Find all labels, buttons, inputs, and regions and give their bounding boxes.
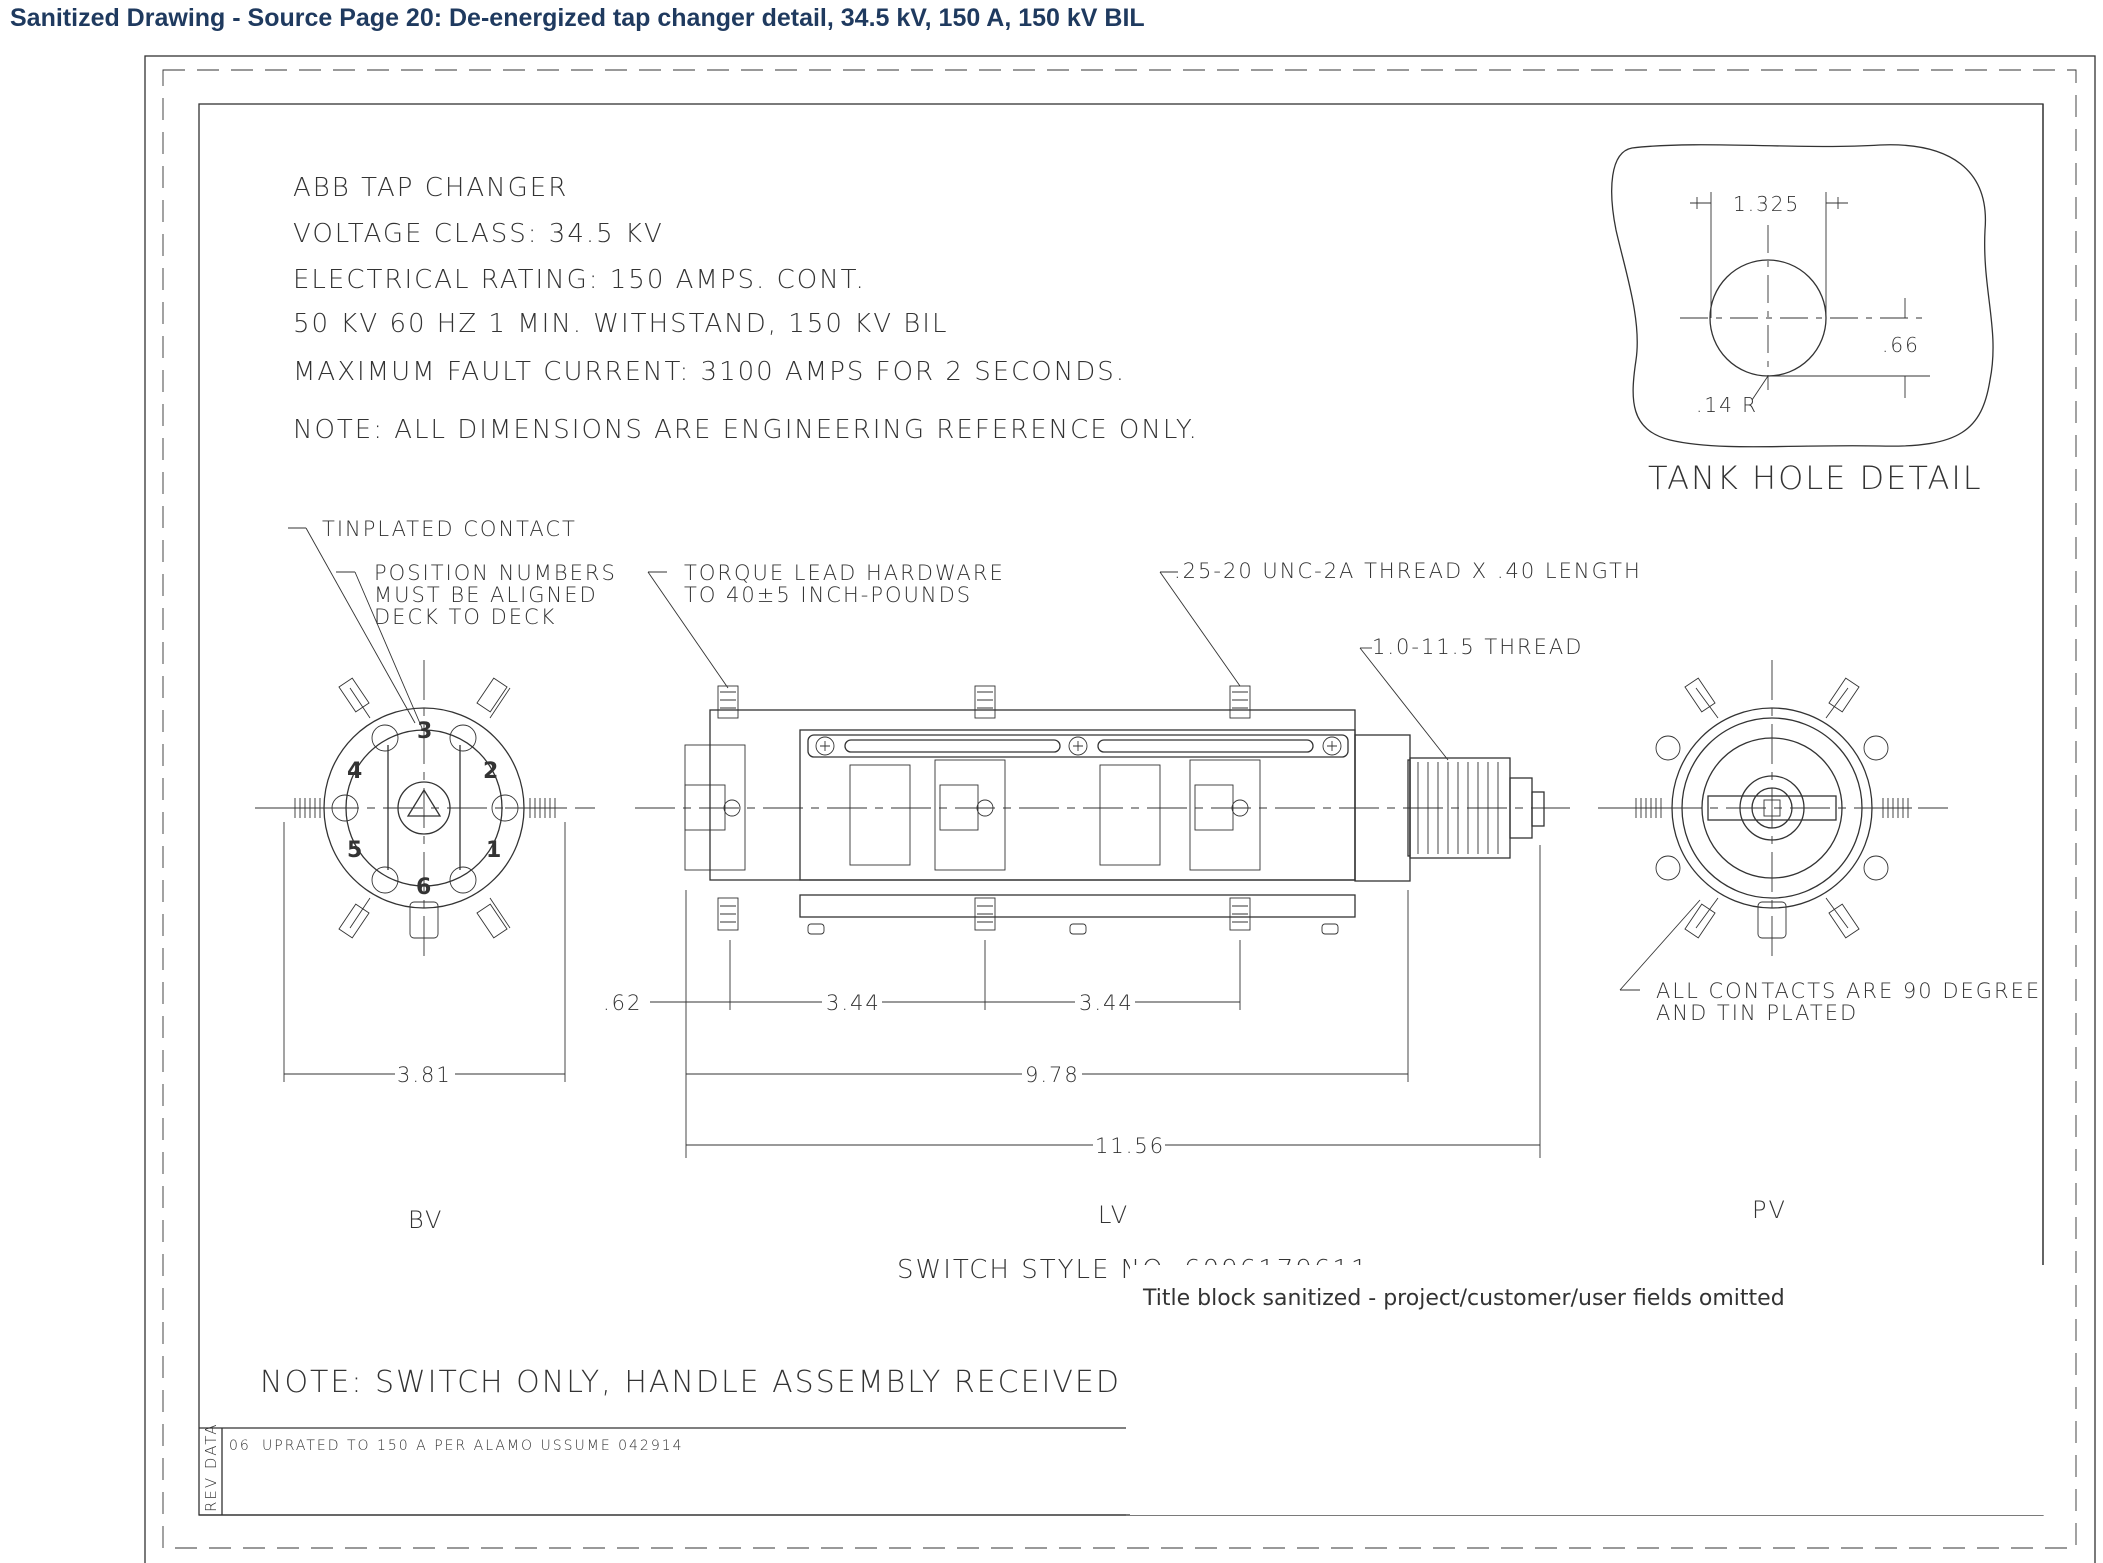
title-area: SWITCH STYLE NO. 6096179611 Title block … (260, 104, 2045, 1515)
rev-label: REV DATA (202, 1422, 220, 1512)
callout-position-3: DECK TO DECK (374, 605, 556, 629)
note-line-6: NOTE: ALL DIMENSIONS ARE ENGINEERING REF… (293, 415, 1199, 445)
callout-position-1: POSITION NUMBERS (374, 561, 617, 585)
rev-number: 06 (229, 1438, 251, 1454)
note-line-5: MAXIMUM FAULT CURRENT: 3100 AMPS FOR 2 S… (293, 357, 1126, 387)
bottom-note: NOTE: SWITCH ONLY, HANDLE ASSEMBLY RECEI… (260, 1365, 1121, 1400)
tank-hole-title: TANK HOLE DETAIL (1648, 459, 1983, 497)
callout-all-contacts-2: AND TIN PLATED (1656, 1001, 1858, 1025)
callout-thread-25: .25-20 UNC-2A THREAD X .40 LENGTH (1174, 559, 1642, 583)
dim-344-b: 3.44 (1079, 991, 1134, 1015)
note-line-4: 50 KV 60 HZ 1 MIN. WITHSTAND, 150 KV BIL (293, 309, 948, 339)
callout-thread-10: 1.0-11.5 THREAD (1372, 635, 1583, 659)
sanitized-mask (1130, 1265, 2045, 1515)
dim-978: 9.78 (1025, 1063, 1080, 1087)
view-label-lv: LV (1098, 1201, 1129, 1229)
note-line-3: ELECTRICAL RATING: 150 AMPS. CONT. (293, 265, 866, 295)
rev-block: REV DATA 06 UPRATED TO 150 A PER ALAMO U… (199, 1422, 1126, 1516)
general-notes: ABB TAP CHANGER VOLTAGE CLASS: 34.5 KV E… (293, 173, 1199, 445)
rev-text: UPRATED TO 150 A PER ALAMO USSUME 042914 (262, 1438, 684, 1454)
callouts: TINPLATED CONTACT POSITION NUMBERS MUST … (288, 517, 2041, 1025)
callout-torque-1: TORQUE LEAD HARDWARE (684, 561, 1005, 585)
hardware-studs (717, 685, 1339, 935)
view-label-bv: BV (408, 1206, 443, 1234)
bv-view: 3 2 1 4 5 6 3.81 BV (255, 660, 595, 1234)
position-label-2: 2 (483, 759, 498, 784)
pv-view: PV (1598, 660, 1948, 1224)
dim-062: .62 (603, 991, 642, 1015)
position-label-5: 5 (347, 838, 362, 863)
position-label-1: 1 (486, 838, 501, 863)
callout-torque-2: TO 40±5 INCH-POUNDS (684, 583, 972, 607)
lv-view: .62 3.44 3.44 9.78 11.56 LV (603, 685, 1570, 1229)
dim-381: 3.81 (397, 1063, 452, 1087)
dim-066: .66 (1882, 333, 1920, 357)
dim-344-a: 3.44 (826, 991, 881, 1015)
note-line-1: ABB TAP CHANGER (293, 173, 568, 203)
dim-014r: .14 R (1696, 393, 1758, 417)
position-label-3: 3 (417, 719, 432, 744)
note-line-2: VOLTAGE CLASS: 34.5 KV (293, 219, 664, 249)
view-label-pv: PV (1752, 1196, 1787, 1224)
callout-position-2: MUST BE ALIGNED (374, 583, 598, 607)
page-title: Sanitized Drawing - Source Page 20: De-e… (10, 4, 1145, 32)
position-label-6: 6 (416, 875, 431, 900)
dim-1325: 1.325 (1733, 192, 1800, 216)
position-label-4: 4 (347, 759, 362, 784)
dim-1156: 11.56 (1095, 1134, 1165, 1158)
callout-all-contacts-1: ALL CONTACTS ARE 90 DEGREE (1656, 979, 2041, 1003)
sanitized-note: Title block sanitized - project/customer… (1142, 1286, 1785, 1311)
callout-tinplated-contact: TINPLATED CONTACT (322, 517, 577, 541)
tank-hole-detail: 1.325 .66 .14 R TANK HOLE DETAIL (1611, 144, 1994, 497)
